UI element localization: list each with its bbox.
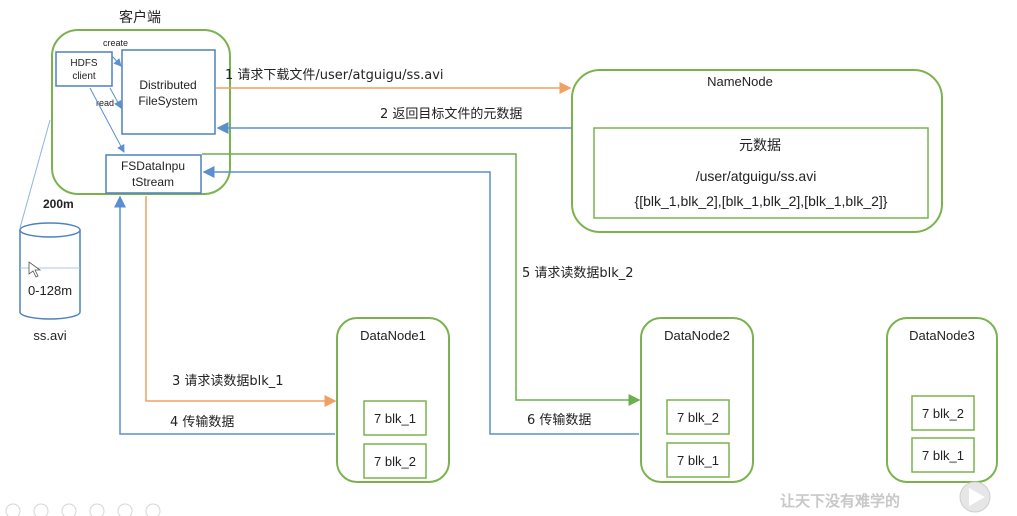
datanode2-block2-label: 7 blk_1 xyxy=(677,453,719,468)
file-cylinder-body xyxy=(19,230,81,320)
fsdis-line1: FSDataInpu xyxy=(121,159,185,173)
distributed-filesystem-box xyxy=(121,49,216,135)
metadata-blocks: {[blk_1,blk_2],[blk_1,blk_2],[blk_1,blk_… xyxy=(635,193,888,209)
step2-label: 2 返回目标文件的元数据 xyxy=(380,106,522,122)
dfs-line2: FileSystem xyxy=(138,94,197,108)
datanode1-block1-label: 7 blk_1 xyxy=(374,411,416,426)
datanode1-box xyxy=(336,317,450,483)
step3-label: 3 请求读数据blk_1 xyxy=(172,374,284,389)
datanode3-block2-label: 7 blk_1 xyxy=(922,448,964,463)
metadata-title: 元数据 xyxy=(739,138,781,154)
cursor-icon xyxy=(28,261,42,278)
step1-label: 1 请求下载文件/user/atguigu/ss.avi xyxy=(225,68,444,83)
toolbar-prev-icon[interactable] xyxy=(5,503,21,516)
hdfs-client-line1: HDFS xyxy=(70,58,98,69)
create-label: create xyxy=(103,38,128,48)
metadata-box xyxy=(593,127,929,219)
datanode1-block2 xyxy=(363,443,427,479)
fsdis-line2: tStream xyxy=(132,175,174,189)
dfs-line1: Distributed xyxy=(139,78,196,92)
step5-arrow xyxy=(202,153,641,406)
hdfs-client-box xyxy=(55,51,113,87)
datanode2-title: DataNode2 xyxy=(664,328,730,343)
file-range-label: 0-128m xyxy=(28,283,72,298)
read-label: read xyxy=(96,98,114,108)
step6-arrow xyxy=(202,166,639,435)
namenode-title: NameNode xyxy=(707,74,773,89)
read-arrow-dfs xyxy=(109,87,122,109)
fsdatainputstream-box xyxy=(105,154,202,194)
datanode3-block2 xyxy=(911,437,975,473)
datanode3-title: DataNode3 xyxy=(909,328,975,343)
create-arrow xyxy=(111,55,122,67)
metadata-path: /user/atguigu/ss.avi xyxy=(696,168,817,184)
client-title: 客户端 xyxy=(119,9,161,26)
hdfs-client-line2: client xyxy=(72,71,96,82)
watermark-text: 让天下没有难学的 xyxy=(780,492,900,510)
toolbar-pen-icon[interactable] xyxy=(61,503,77,516)
datanode1-block2-label: 7 blk_2 xyxy=(374,454,416,469)
step5-label: 5 请求读数据blk_2 xyxy=(522,266,634,281)
step6-label: 6 传输数据 xyxy=(527,412,591,428)
step3-arrow xyxy=(145,196,337,407)
datanode3-block1 xyxy=(911,395,975,431)
datanode1-title: DataNode1 xyxy=(360,328,426,343)
toolbar-grid-icon[interactable] xyxy=(89,503,105,516)
datanode3-block1-label: 7 blk_2 xyxy=(922,406,964,421)
datanode2-block1 xyxy=(666,399,730,435)
file-cylinder-top xyxy=(19,222,81,238)
file-name: ss.avi xyxy=(33,328,66,343)
toolbar-zoom-icon[interactable] xyxy=(117,503,133,516)
client-to-file-line xyxy=(19,119,51,229)
play-triangle-icon xyxy=(969,488,985,506)
step4-label: 4 传输数据 xyxy=(170,414,234,430)
read-arrow-stream xyxy=(89,87,125,153)
step4-arrow xyxy=(114,195,335,435)
toolbar-next-icon[interactable] xyxy=(33,503,49,516)
bottom-toolbar xyxy=(5,503,161,516)
file-size-label: 200m xyxy=(43,197,74,211)
datanode1-block1 xyxy=(363,400,427,436)
datanode2-block1-label: 7 blk_2 xyxy=(677,410,719,425)
datanode2-block2 xyxy=(666,442,730,478)
toolbar-more-icon[interactable] xyxy=(145,503,161,516)
